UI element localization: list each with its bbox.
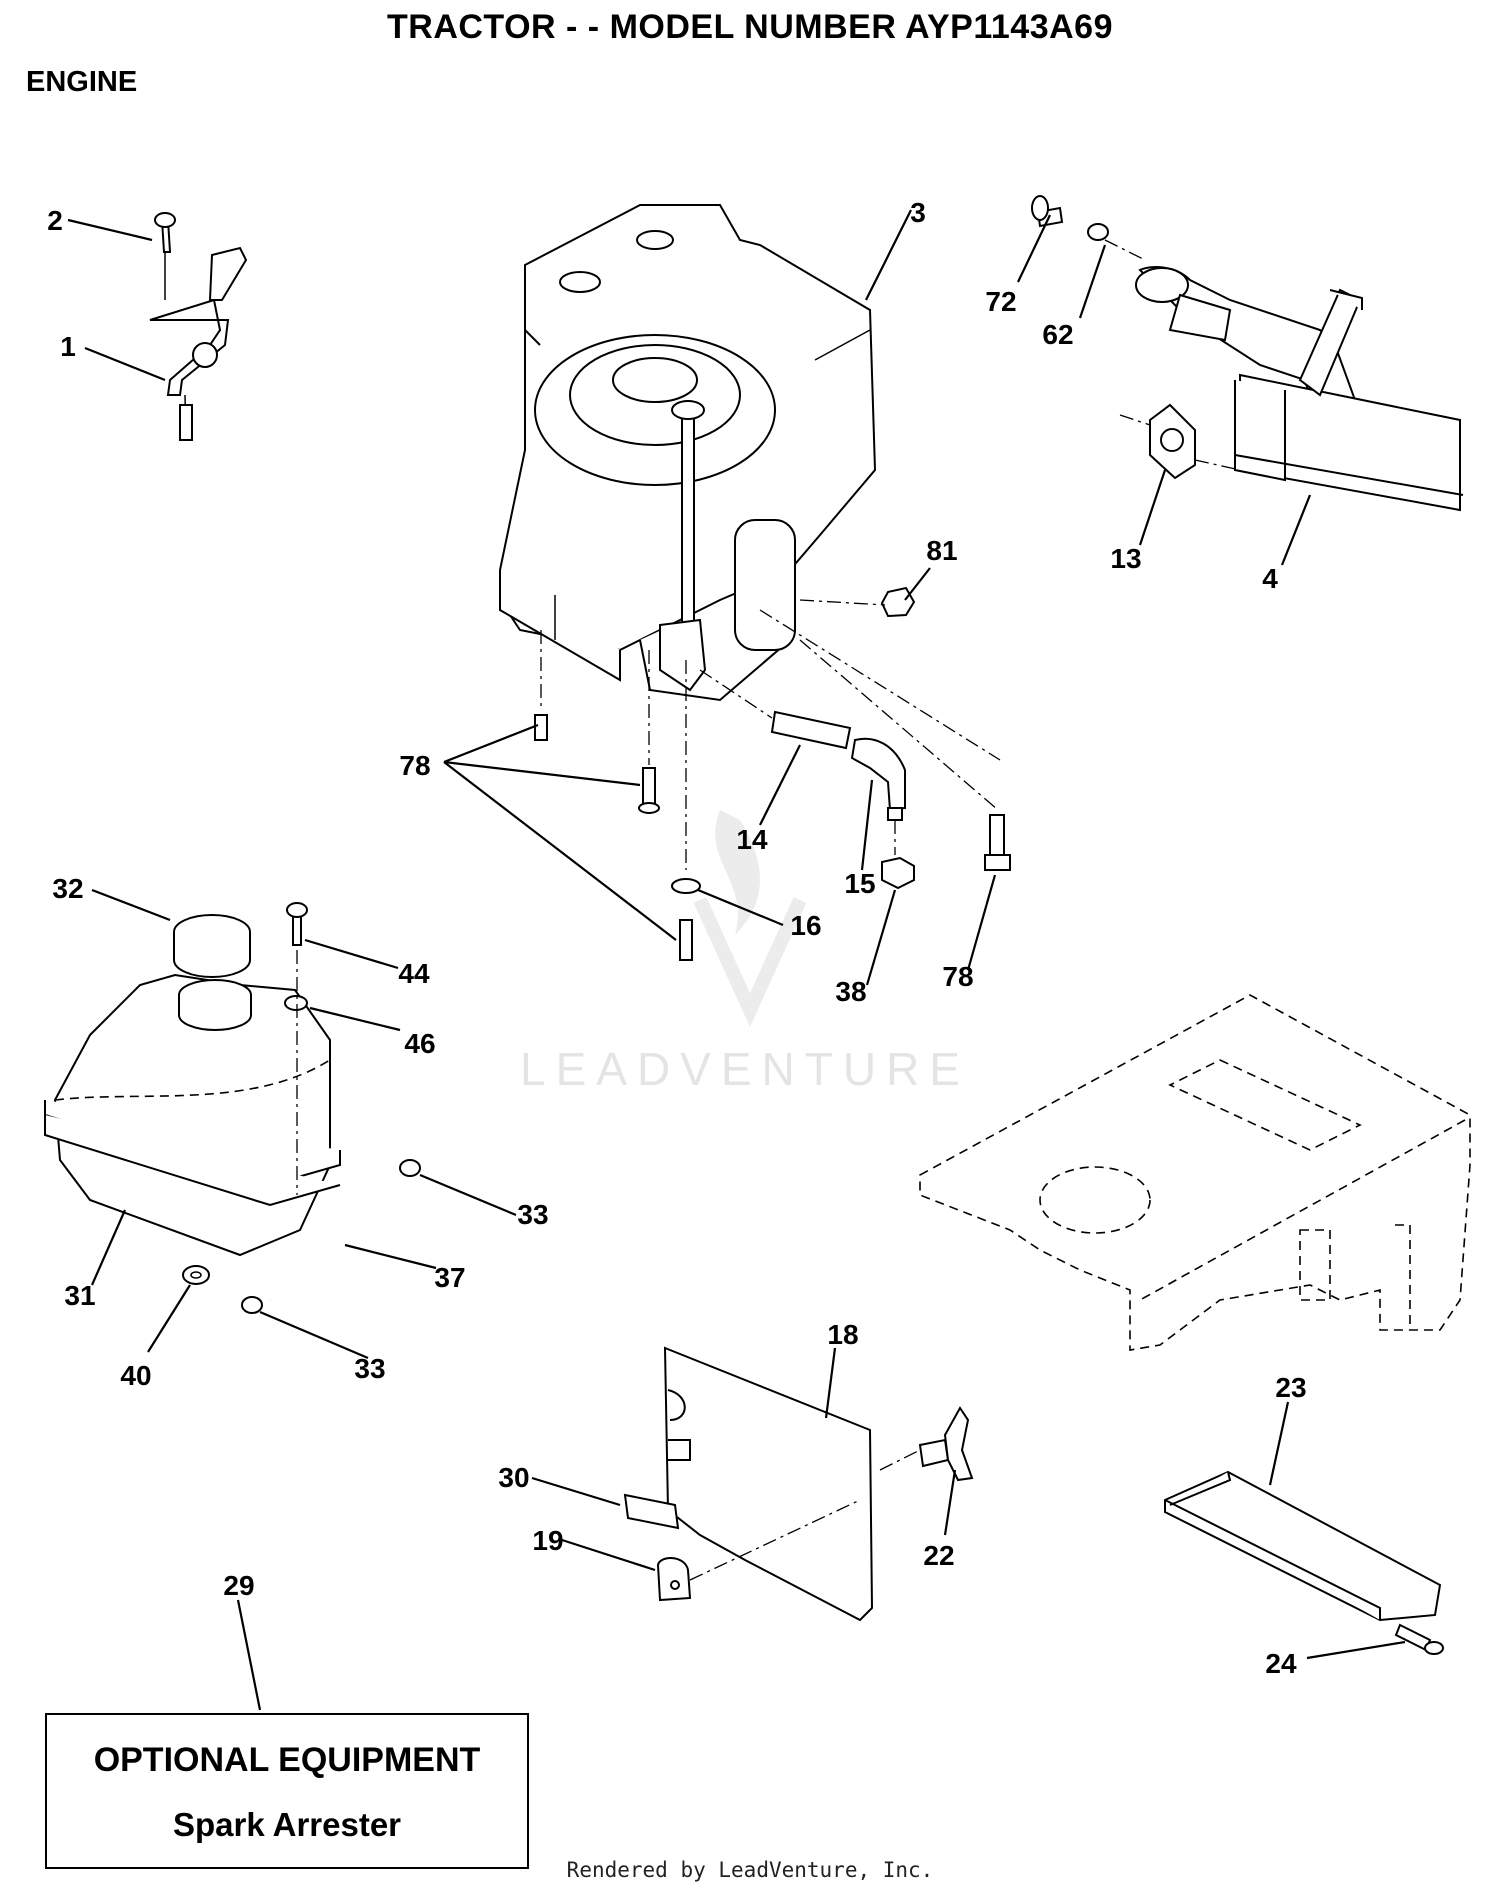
callout-22: 22 [923,1540,954,1571]
callout-72: 72 [985,286,1016,317]
callout-13: 13 [1110,543,1141,574]
fuel-tank-part [44,902,341,1285]
spark-arrester-label: Spark Arrester [172,1806,402,1843]
callout-33-upper: 33 [517,1199,548,1230]
callout-labels: 2 1 3 72 62 13 4 81 78 14 15 16 38 78 32… [47,197,1306,1679]
callout-16: 16 [790,910,821,941]
callout-32: 32 [52,873,83,904]
optional-equipment-title: OPTIONAL EQUIPMENT [93,1741,481,1779]
callout-78-group: 78 [399,750,430,781]
engine-part [499,204,877,702]
throttle-control-part [149,212,248,441]
callout-30: 30 [498,1462,529,1493]
callout-46: 46 [404,1028,435,1059]
leadventure-watermark: LEADVENTURE [520,810,970,1095]
callout-1: 1 [60,331,76,362]
callout-23: 23 [1275,1372,1306,1403]
callout-31: 31 [64,1280,95,1311]
side-panel-part [623,1346,974,1622]
tractor-frame-part [919,994,1471,1351]
callout-18: 18 [827,1319,858,1350]
callout-4: 4 [1262,563,1278,594]
optional-equipment-box: OPTIONAL EQUIPMENT Spark Arrester [45,1713,529,1869]
muffler-part [1031,195,1464,512]
callout-24: 24 [1265,1648,1297,1679]
leader-lines [67,209,1406,1711]
callout-14: 14 [736,824,768,855]
footer-credit: Rendered by LeadVenture, Inc. [566,1858,934,1882]
callout-81: 81 [926,535,957,566]
shield-plate-part [1164,1470,1444,1655]
callout-62: 62 [1042,319,1073,350]
engine-hardware [534,586,1011,961]
callout-2: 2 [47,205,63,236]
fuel-line-part [241,1159,421,1314]
callout-40: 40 [120,1360,151,1391]
callout-44: 44 [398,958,430,989]
callout-37: 37 [434,1262,465,1293]
callout-15: 15 [844,868,875,899]
callout-38: 38 [835,976,866,1007]
watermark-text: LEADVENTURE [520,1043,970,1095]
callout-19: 19 [532,1525,563,1556]
callout-3: 3 [910,197,926,228]
callout-78-single: 78 [942,961,973,992]
callout-29: 29 [223,1570,254,1601]
section-title: ENGINE [26,66,138,98]
page-title: TRACTOR - - MODEL NUMBER AYP1143A69 [387,8,1113,46]
callout-33-lower: 33 [354,1353,385,1384]
